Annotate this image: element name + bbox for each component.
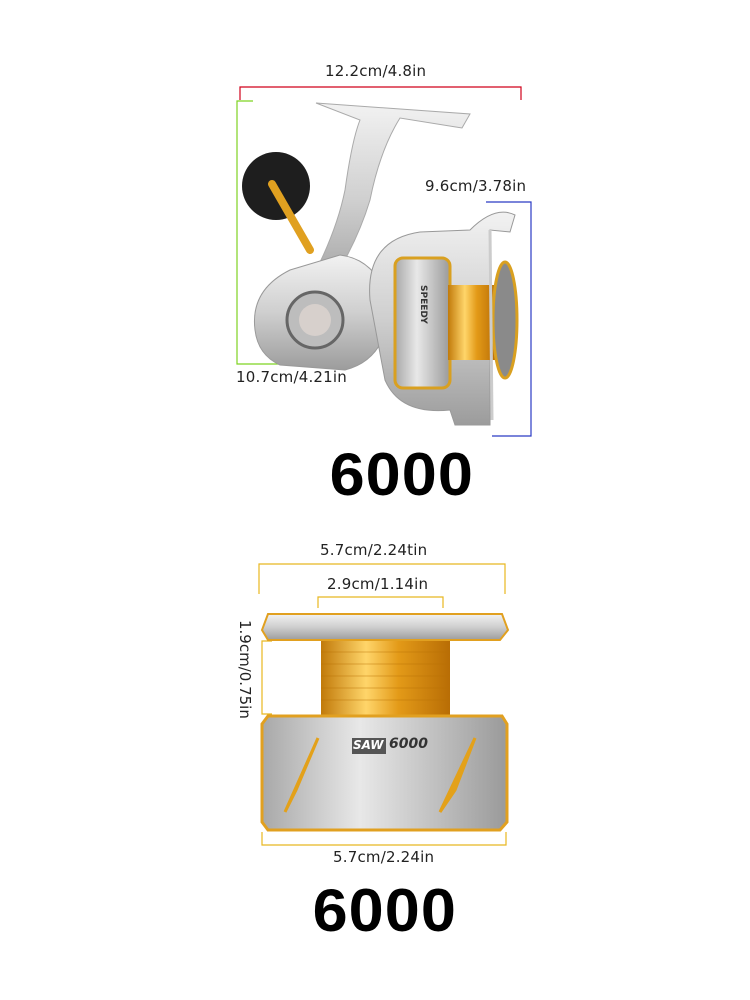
height-dimension-line	[236, 100, 280, 365]
reel-width-label: 12.2cm/4.8in	[325, 62, 427, 80]
spool-bottom-dimension-line	[261, 832, 507, 846]
depth-dimension-line	[486, 201, 532, 437]
width-dimension-line	[239, 86, 522, 100]
spool-outer-width-label: 5.7cm/2.24tin	[320, 541, 428, 559]
reel-model-title: 6000	[329, 441, 474, 508]
spool-top-flange	[260, 613, 510, 641]
spool-outer-dimension-line	[258, 563, 506, 594]
skirt-slot-right	[438, 737, 477, 813]
spool-skirt	[260, 714, 509, 832]
spool-core-height-line	[261, 640, 272, 715]
reel-spool-core	[448, 285, 496, 360]
spool-core-dimension-line	[317, 596, 444, 608]
handle-arm	[268, 180, 314, 254]
skirt-slot-left	[283, 737, 320, 813]
spool-core	[321, 641, 450, 715]
spool-badge-model: 6000	[389, 736, 428, 752]
spool-core-height-label: 1.9cm/0.75in	[236, 620, 254, 719]
reel-brand-text: SPEEDY	[418, 285, 428, 324]
spool-model-title: 6000	[312, 877, 457, 944]
reel-depth-label: 9.6cm/3.78in	[425, 177, 527, 195]
reel-height-label: 10.7cm/4.21in	[236, 368, 347, 386]
spool-badge-series: SAW	[353, 738, 384, 752]
spool-bottom-width-label: 5.7cm/2.24in	[333, 848, 435, 866]
spool-core-width-label: 2.9cm/1.14in	[327, 575, 429, 593]
